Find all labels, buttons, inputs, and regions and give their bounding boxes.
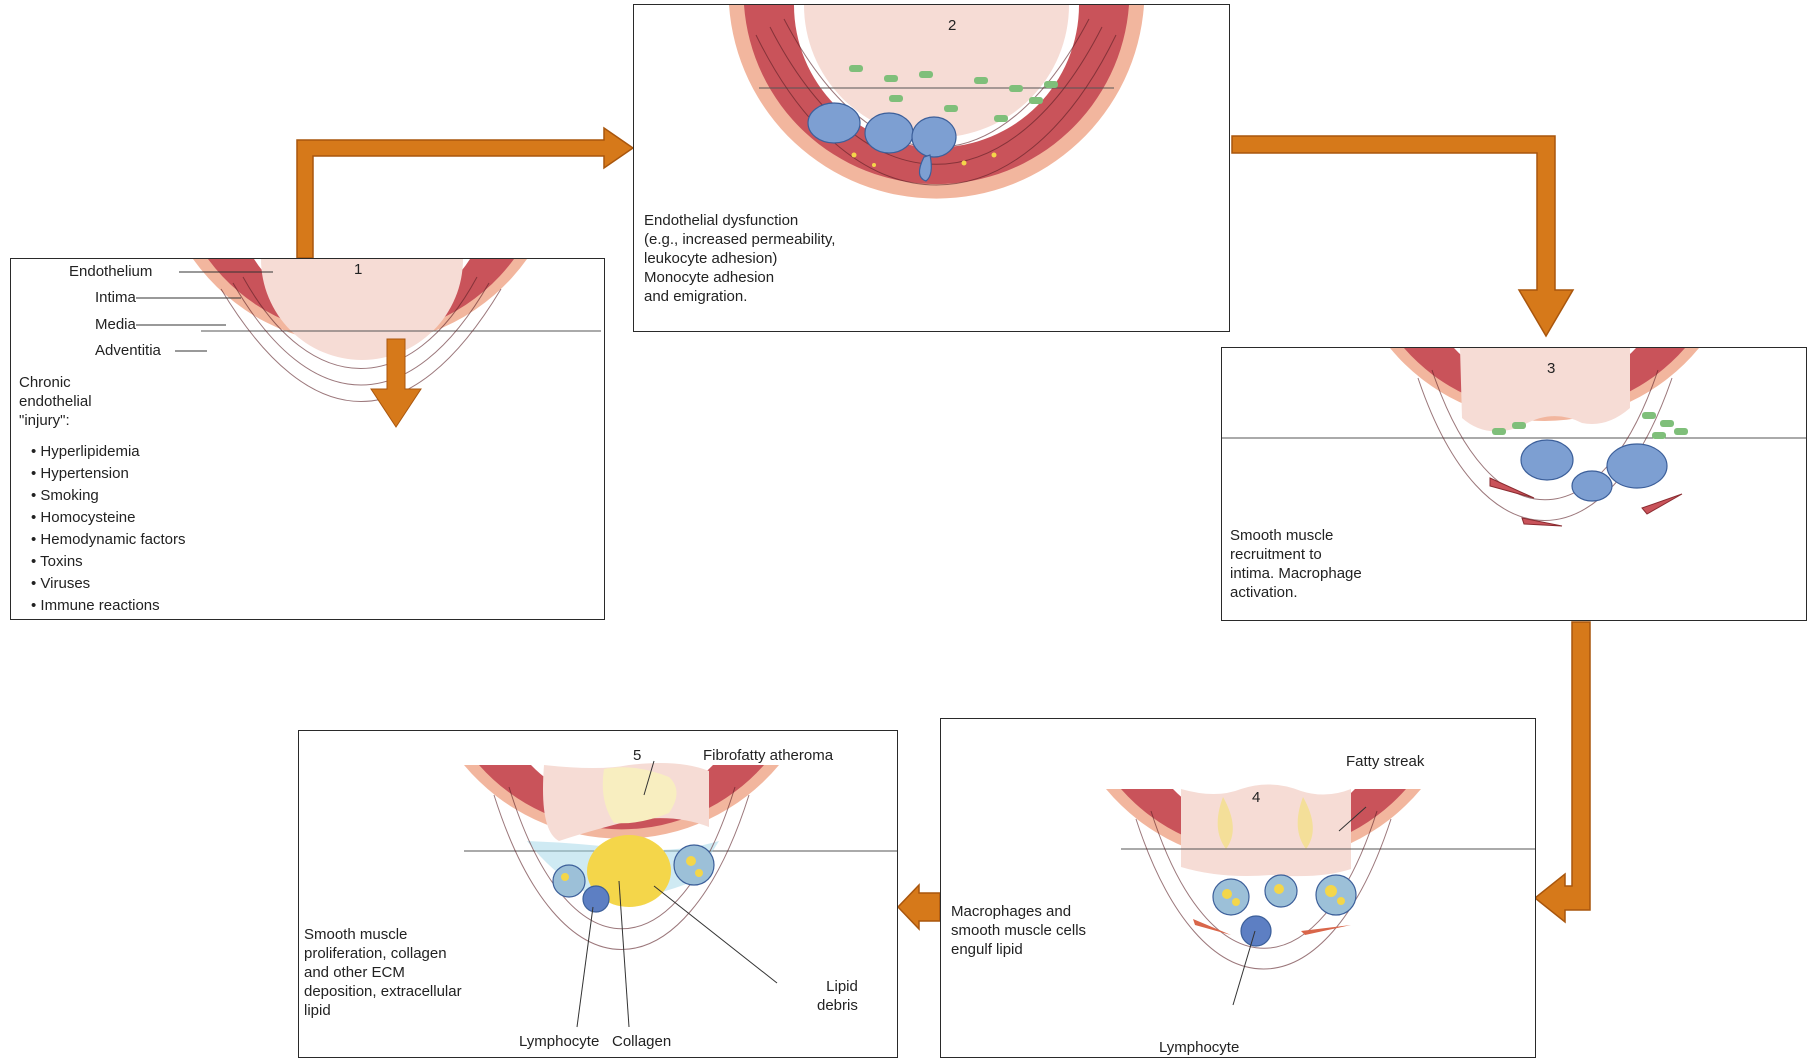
macrophage xyxy=(1572,471,1612,501)
macrophage xyxy=(1521,440,1573,480)
panel-number: 3 xyxy=(1547,360,1555,377)
injury-factor: • Hypertension xyxy=(31,464,129,483)
injury-factor: • Homocysteine xyxy=(31,508,135,527)
injury-caption: Chronic endothelial "injury": xyxy=(19,373,92,430)
arrow-4-to-5 xyxy=(898,885,940,929)
monocyte xyxy=(808,103,860,143)
monocyte xyxy=(865,113,913,153)
smooth-muscle-cell xyxy=(1490,478,1534,498)
panel-1-endothelial-injury: 1 Endothelium Intima Media Adventitia Ch… xyxy=(10,258,605,620)
injury-factor: • Toxins xyxy=(31,552,83,571)
lymphocyte-cell xyxy=(583,886,609,912)
panel-number: 5 xyxy=(633,747,641,764)
arrow-3-to-4 xyxy=(1535,622,1590,922)
atheroma-caption: Smooth muscle proliferation, collagen an… xyxy=(304,925,462,1020)
arrow-1-to-2 xyxy=(297,128,633,258)
foam-cell xyxy=(553,865,585,897)
injury-factor: • Immune reactions xyxy=(31,596,160,615)
layer-leader-lines xyxy=(11,259,605,620)
label-collagen: Collagen xyxy=(612,1033,671,1051)
arrow-2-to-3 xyxy=(1232,136,1573,336)
lymphocyte-cell xyxy=(1241,916,1271,946)
macrophage xyxy=(1607,444,1667,488)
panel-number: 2 xyxy=(948,17,956,34)
panel-2-endothelial-dysfunction: 2 Endothelial dysfunction (e.g., increas… xyxy=(633,4,1230,332)
fatty-streak-caption: Macrophages and smooth muscle cells engu… xyxy=(951,902,1086,959)
monocyte xyxy=(912,117,956,157)
label-lymphocyte: Lymphocyte xyxy=(1159,1039,1239,1057)
injury-factor: • Viruses xyxy=(31,574,90,593)
dysfunction-caption: Endothelial dysfunction (e.g., increased… xyxy=(644,211,835,306)
injury-factor: • Hemodynamic factors xyxy=(31,530,185,549)
panel-3-smooth-muscle-recruitment: 3 Smooth muscle recruitment to intima. M… xyxy=(1221,347,1807,621)
vessel-illustration-4 xyxy=(941,719,1536,1058)
label-lipid-debris: Lipid debris xyxy=(817,977,858,1015)
smooth-muscle-cell xyxy=(1642,494,1682,514)
panel-4-fatty-streak: 4 Fatty streak Macrophages and smooth mu… xyxy=(940,718,1536,1058)
label-fatty-streak: Fatty streak xyxy=(1346,753,1424,771)
panel-5-fibrofatty-atheroma: 5 Fibrofatty atheroma Smooth muscle prol… xyxy=(298,730,898,1058)
foam-cell xyxy=(1316,875,1356,915)
label-fibrofatty-atheroma: Fibrofatty atheroma xyxy=(703,747,833,765)
panel-number: 4 xyxy=(1252,789,1260,806)
injury-factor: • Hyperlipidemia xyxy=(31,442,140,461)
injury-factor: • Smoking xyxy=(31,486,99,505)
recruitment-caption: Smooth muscle recruitment to intima. Mac… xyxy=(1230,526,1362,602)
label-lymphocyte: Lymphocyte xyxy=(519,1033,599,1051)
